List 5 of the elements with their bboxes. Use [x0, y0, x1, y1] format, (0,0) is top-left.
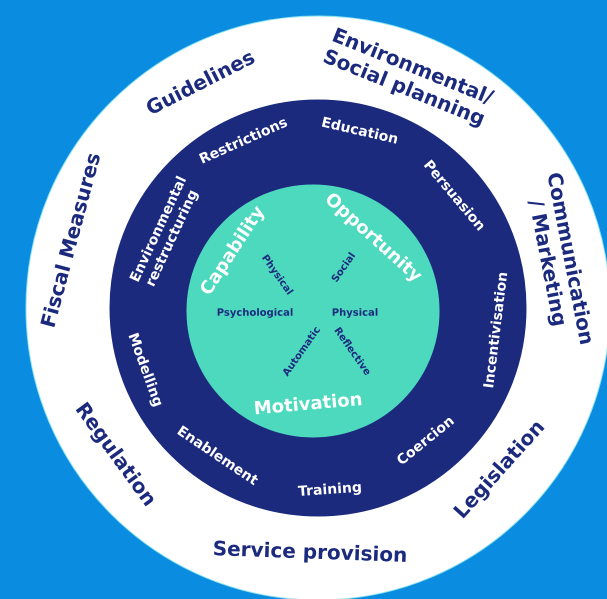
- source-label: Motivation: [254, 394, 362, 414]
- intervention-label: Training: [298, 482, 361, 496]
- policy-label: Service provision: [214, 540, 406, 563]
- source-label: Psychological: [218, 308, 292, 318]
- source-label: Physical: [332, 308, 378, 318]
